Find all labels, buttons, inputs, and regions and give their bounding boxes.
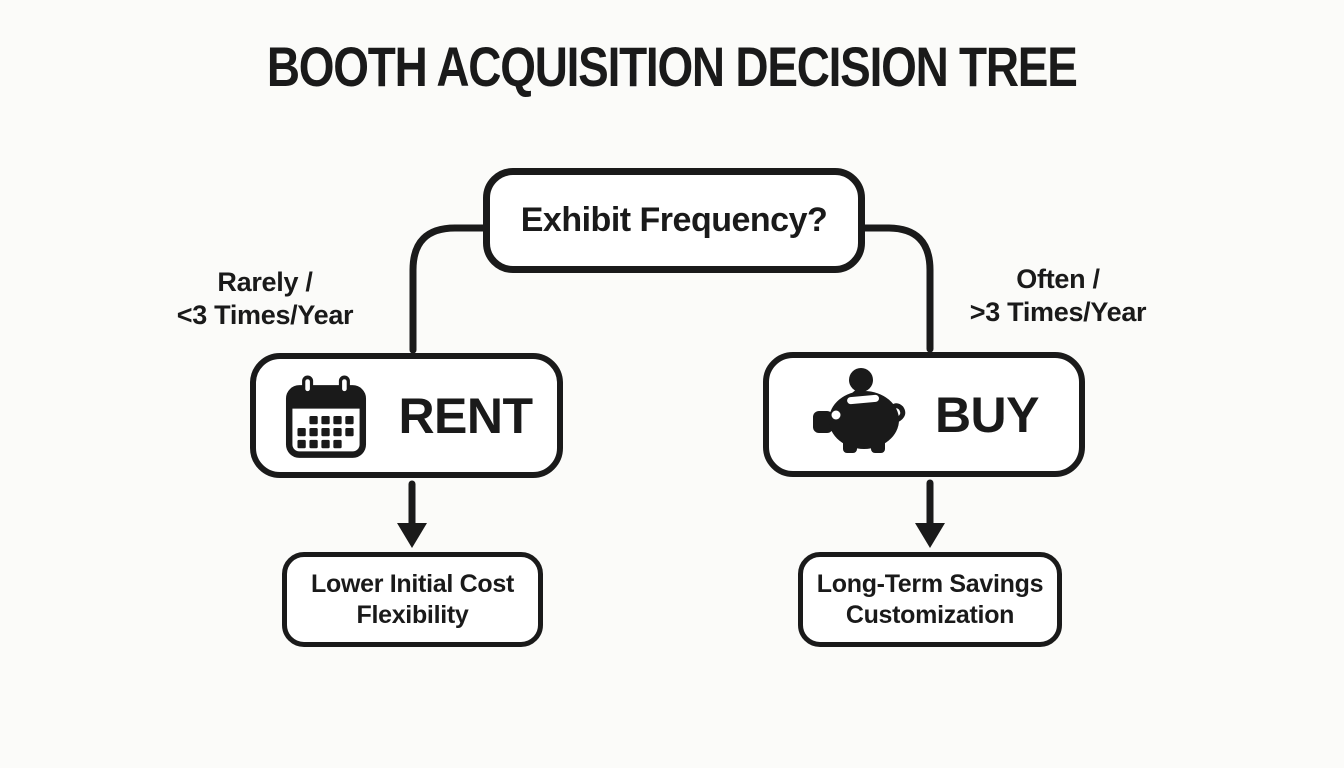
- piggy-bank-icon: [812, 367, 906, 453]
- right-arrowhead: [915, 523, 945, 548]
- buy-outcome-line2: Customization: [845, 600, 1015, 629]
- rent-outcome-line1: Lower Initial Cost: [311, 569, 514, 598]
- left-condition-line1: Rarely /: [217, 267, 313, 297]
- page-title: BOOTH ACQUISITION DECISION TREE: [0, 34, 1344, 99]
- left-branch-connector: [409, 224, 490, 354]
- page-title-text: BOOTH ACQUISITION DECISION TREE: [267, 35, 1078, 98]
- right-condition-line2: >3 Times/Year: [969, 297, 1147, 327]
- buy-outcome-line1: Long-Term Savings: [816, 569, 1044, 598]
- rent-outcome-line2: Flexibility: [356, 600, 469, 629]
- right-branch-condition: Often / >3 Times/Year: [908, 263, 1208, 329]
- root-question-label: Exhibit Frequency?: [520, 201, 828, 239]
- right-condition-line1: Often /: [1016, 264, 1100, 294]
- left-branch-condition: Rarely / <3 Times/Year: [115, 266, 415, 332]
- rent-option-node: RENT: [250, 353, 563, 478]
- buy-option-node: BUY: [763, 352, 1085, 477]
- rent-outcome-node: Lower Initial Cost Flexibility: [282, 552, 543, 647]
- rent-label: RENT: [398, 387, 533, 444]
- calendar-icon: [286, 375, 367, 458]
- left-condition-line2: <3 Times/Year: [176, 300, 354, 330]
- buy-label: BUY: [934, 386, 1040, 443]
- left-arrowhead: [397, 523, 427, 548]
- buy-outcome-node: Long-Term Savings Customization: [798, 552, 1062, 647]
- root-question-node: Exhibit Frequency?: [483, 168, 865, 273]
